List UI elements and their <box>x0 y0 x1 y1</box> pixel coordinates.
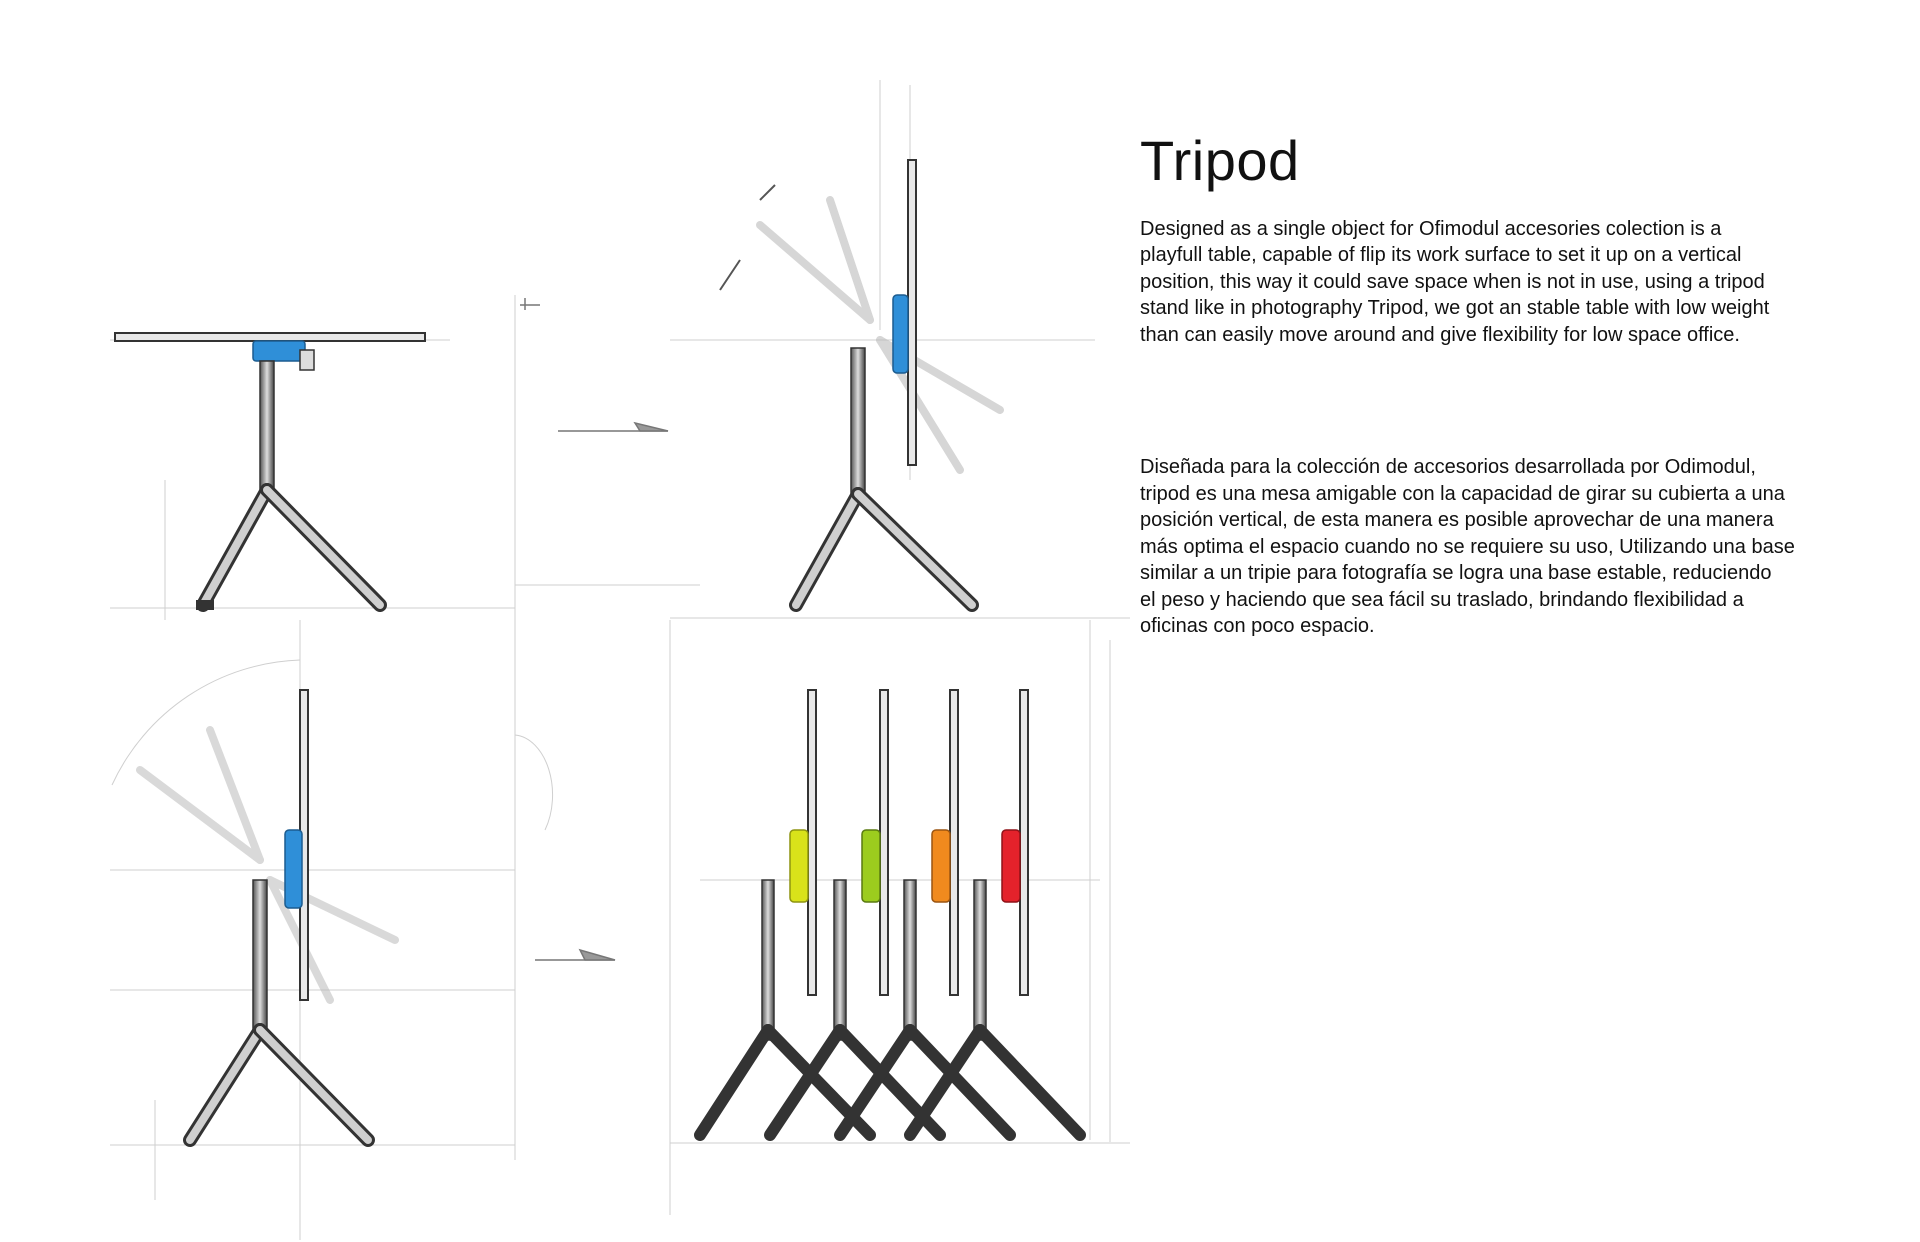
nested-table-red <box>904 689 1086 1141</box>
nested-table-lime <box>764 689 946 1141</box>
sketch-flat-table <box>114 332 426 612</box>
sketch-flipping-table <box>719 159 1004 612</box>
description-column: Tripod Designed as a single object for O… <box>1140 130 1840 640</box>
description-english: Designed as a single object for Ofimodul… <box>1140 217 1770 346</box>
nested-table-orange <box>834 689 1016 1141</box>
dimension-markers <box>520 298 669 961</box>
product-title: Tripod <box>1140 129 1300 192</box>
construction-guides <box>110 80 1130 1240</box>
sketch-flip-detail <box>136 689 399 1147</box>
description-spanish: Diseñada para la colección de accesorios… <box>1140 456 1795 638</box>
sketch-nested-tables <box>694 689 1086 1141</box>
tripod-sketches <box>110 80 1130 1240</box>
